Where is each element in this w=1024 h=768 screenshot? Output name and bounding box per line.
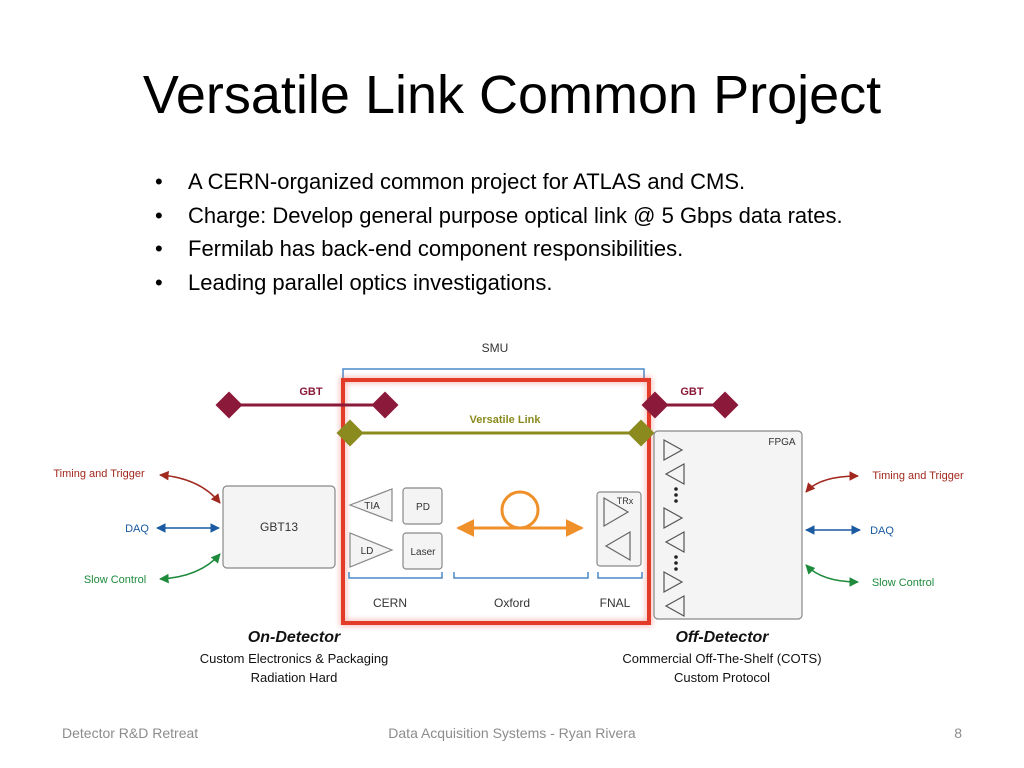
slide-title: Versatile Link Common Project <box>142 65 882 125</box>
right-timing-trigger-label: Timing and Trigger <box>872 470 964 482</box>
ld-label: LD <box>361 546 374 557</box>
pd-box <box>402 487 443 525</box>
oxford-label: Oxford <box>494 596 530 610</box>
left-slow-control-label: Slow Control <box>84 574 146 586</box>
left-daq-label: DAQ <box>125 523 149 535</box>
ld-driver <box>349 532 394 568</box>
gbt-left-label: GBT <box>299 386 323 398</box>
fpga-ellipsis-dots <box>674 487 678 571</box>
oxford-bracket <box>453 572 589 579</box>
right-slow-control-label: Slow Control <box>872 577 934 589</box>
fpga-channel-icons <box>663 438 685 618</box>
laser-box <box>402 532 443 570</box>
trx-label: TRx <box>617 496 634 506</box>
bullet-list: A CERN-organized common project for ATLA… <box>155 165 843 299</box>
versatile-link-label: Versatile Link <box>470 414 542 426</box>
fpga-label: FPGA <box>768 437 796 448</box>
on-detector-heading: On-Detector <box>248 629 341 646</box>
bullet-item: A CERN-organized common project for ATLA… <box>155 165 843 199</box>
gbt-right-label: GBT <box>680 386 704 398</box>
tia-label: TIA <box>364 501 380 512</box>
on-detector-line: Custom Electronics & Packaging <box>200 651 389 666</box>
footer-event: Detector R&D Retreat <box>62 725 199 741</box>
fnal-bracket <box>597 572 643 579</box>
footer-page-number: 8 <box>954 725 962 741</box>
bullet-item: Fermilab has back-end component responsi… <box>155 232 843 266</box>
left-timing-trigger-label: Timing and Trigger <box>53 468 145 480</box>
gbt13-label: GBT13 <box>260 520 298 534</box>
left-timing-trigger-arrow <box>159 470 221 504</box>
fiber-loop <box>500 490 540 530</box>
footer-talk-title: Data Acquisition Systems - Ryan Rivera <box>388 725 636 741</box>
fpga-box <box>653 430 803 620</box>
on-detector-line: Radiation Hard <box>251 670 338 685</box>
off-detector-line: Custom Protocol <box>674 670 770 685</box>
tia-amplifier <box>348 488 393 522</box>
off-detector-heading: Off-Detector <box>675 629 769 646</box>
left-slow-control-arrow <box>159 553 221 584</box>
off-detector-line: Commercial Off-The-Shelf (COTS) <box>622 651 821 666</box>
right-timing-trigger-arrow <box>805 471 859 493</box>
trx-receiver-icon <box>604 530 631 562</box>
pd-label: PD <box>416 502 430 513</box>
right-daq-label: DAQ <box>870 525 894 537</box>
laser-label: Laser <box>410 547 436 558</box>
red-boundary-box <box>341 378 651 625</box>
gbt13-box <box>222 485 336 569</box>
fnal-label: FNAL <box>600 596 631 610</box>
cern-bracket <box>348 572 443 579</box>
right-slow-control-arrow <box>805 564 859 587</box>
trx-transmitter-icon <box>603 496 630 528</box>
cern-label: CERN <box>373 596 407 610</box>
smu-label: SMU <box>482 341 509 355</box>
bullet-item: Charge: Develop general purpose optical … <box>155 199 843 233</box>
smu-bracket <box>342 368 645 378</box>
bullet-item: Leading parallel optics investigations. <box>155 266 843 300</box>
